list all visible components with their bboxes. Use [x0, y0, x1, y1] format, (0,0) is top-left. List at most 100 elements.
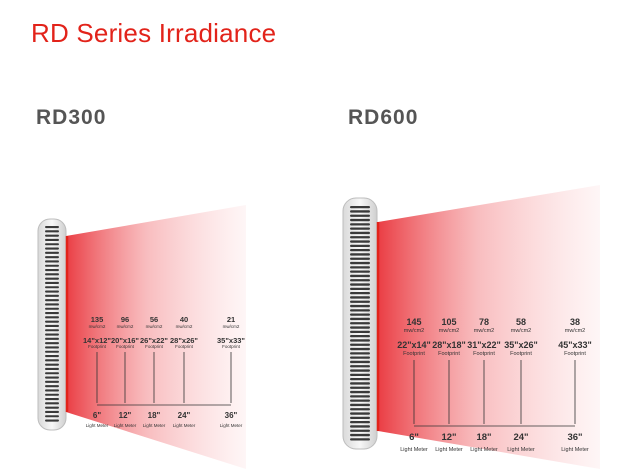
rd600-footprint-label: Footprint	[473, 351, 495, 357]
led-bar	[45, 247, 59, 250]
rd300-light-beam	[66, 205, 246, 469]
rd300-distance-value: 18"	[148, 411, 161, 420]
rd300-distance-label: Light Meter	[114, 423, 137, 428]
led-bar	[45, 299, 59, 302]
led-bar	[45, 350, 59, 353]
led-bar	[45, 316, 59, 319]
led-bar	[45, 363, 59, 366]
page-title: RD Series Irradiance	[31, 18, 277, 48]
rd300-distance-label: Light Meter	[220, 423, 243, 428]
rd300-footprint-label: Footprint	[116, 344, 135, 349]
rd600-distance-label: Light Meter	[561, 447, 589, 453]
led-bar	[350, 304, 370, 308]
rd300-footprint-label: Footprint	[175, 344, 194, 349]
rd300-footprint-label: Footprint	[222, 344, 241, 349]
rd300-distance-value: 12"	[119, 411, 132, 420]
led-bar	[45, 376, 59, 379]
rd300-distance-label: Light Meter	[173, 423, 196, 428]
rd300-distance-label: Light Meter	[86, 423, 109, 428]
led-bar	[45, 329, 59, 332]
led-bar	[350, 425, 370, 428]
led-bar	[350, 373, 370, 376]
rd600-led-strip	[350, 206, 370, 441]
led-bar	[350, 403, 370, 407]
led-bar	[350, 322, 370, 325]
rd300-distance-value: 24"	[178, 411, 191, 420]
led-bar	[45, 307, 59, 310]
rd600-distance-label: Light Meter	[507, 447, 535, 453]
led-bar	[350, 231, 370, 235]
rd300-footprint-value: 35"x33"	[217, 336, 245, 345]
rd300-irradiance-value: 40	[180, 315, 188, 324]
rd600-footprint-label: Footprint	[403, 351, 425, 357]
model-title-rd600: RD600	[348, 106, 419, 129]
led-bar	[350, 257, 370, 260]
led-bar	[45, 415, 59, 418]
rd300-footprint-value: 20"x16"	[111, 336, 139, 345]
rd300-irradiance-unit: mw/cm2	[117, 324, 134, 329]
rd600-footprint-label: Footprint	[564, 351, 586, 357]
rd300-distance-label: Light Meter	[143, 423, 166, 428]
led-bar	[45, 260, 59, 263]
rd600-distance-value: 24"	[513, 432, 528, 443]
led-bar	[350, 408, 370, 411]
led-bar	[350, 347, 370, 351]
led-bar	[350, 296, 370, 299]
led-bar	[45, 342, 59, 345]
rd300-irradiance-unit: mw/cm2	[176, 324, 193, 329]
led-bar	[350, 386, 370, 389]
led-bar	[45, 238, 59, 241]
led-bar	[45, 402, 59, 405]
led-bar	[350, 206, 370, 209]
led-bar	[350, 236, 370, 239]
led-bar	[350, 429, 370, 432]
led-bar	[350, 300, 370, 303]
led-bar	[350, 266, 370, 269]
rd600-distance-label: Light Meter	[400, 447, 428, 453]
rd600-irradiance-value: 38	[570, 317, 580, 327]
led-bar	[45, 359, 59, 362]
led-bar	[350, 283, 370, 286]
rd600-footprint-label: Footprint	[438, 351, 460, 357]
led-bar	[45, 393, 59, 396]
rd600-distance-value: 36"	[567, 432, 582, 443]
led-bar	[45, 389, 59, 392]
led-bar	[45, 355, 59, 358]
model-title-rd300: RD300	[36, 106, 107, 129]
led-bar	[350, 279, 370, 282]
led-bar	[45, 264, 59, 267]
led-bar	[350, 382, 370, 385]
led-bar	[45, 251, 59, 254]
rd600-irradiance-unit: mw/cm2	[511, 328, 531, 334]
rd600-irradiance-unit: mw/cm2	[439, 328, 459, 334]
led-bar	[350, 214, 370, 217]
rd600-irradiance-value: 78	[479, 317, 489, 327]
rd300-footprint-value: 26"x22"	[140, 336, 168, 345]
led-bar	[45, 269, 59, 272]
led-bar	[350, 335, 370, 338]
led-bar	[350, 287, 370, 290]
rd600-footprint-value: 28"x18"	[432, 340, 466, 350]
led-bar	[45, 372, 59, 375]
rd600-footprint-value: 35"x26"	[504, 340, 538, 350]
rd600-irradiance-value: 105	[441, 317, 456, 327]
led-bar	[45, 230, 59, 233]
led-bar	[350, 352, 370, 355]
led-bar	[350, 412, 370, 415]
rd300-irradiance-unit: mw/cm2	[223, 324, 240, 329]
rd300-footprint-label: Footprint	[145, 344, 164, 349]
rd600-irradiance-value: 145	[406, 317, 421, 327]
led-bar	[350, 330, 370, 333]
led-bar	[350, 317, 370, 321]
rd600-footprint-value: 45"x33"	[558, 340, 592, 350]
led-bar	[45, 256, 59, 259]
led-bar	[350, 369, 370, 372]
led-bar	[45, 294, 59, 297]
rd600-distance-label: Light Meter	[470, 447, 498, 453]
led-bar	[45, 346, 59, 349]
rd300-distance-value: 36"	[225, 411, 238, 420]
led-bar	[45, 398, 59, 401]
rd300-irradiance-value: 21	[227, 315, 235, 324]
